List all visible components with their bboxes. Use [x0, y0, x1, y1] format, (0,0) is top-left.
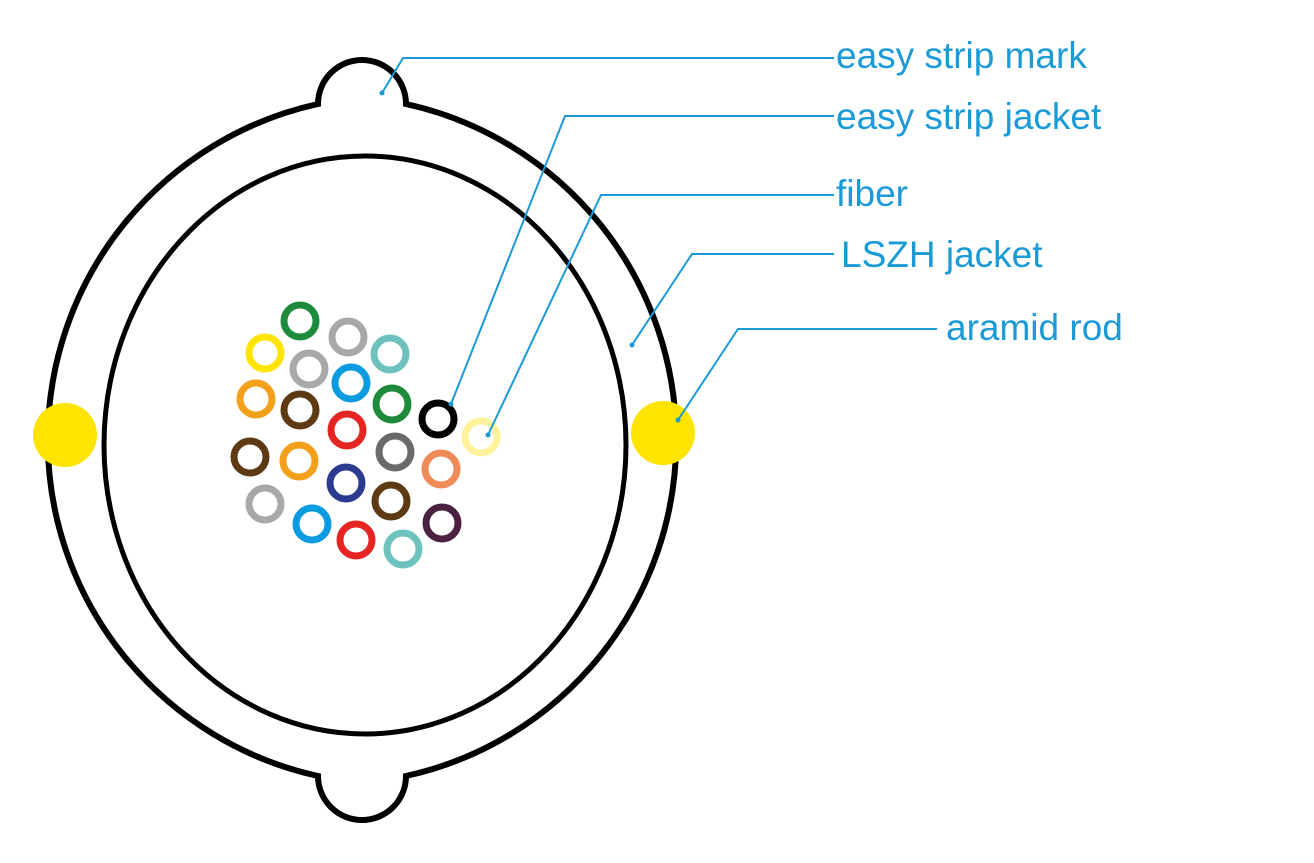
fiber-18: [245, 484, 285, 524]
label-lszh-jacket: LSZH jacket: [841, 234, 1043, 275]
fiber-21: [422, 503, 462, 543]
callout-lines: [381, 57, 937, 436]
inner-jacket-outline: [101, 153, 629, 737]
fiber-11: [327, 410, 367, 450]
fiber-22: [336, 520, 376, 560]
callout-line-easy-strip-mark: [381, 57, 834, 94]
fiber-3: [245, 333, 285, 373]
callout-dot-aramid-rod: [675, 417, 681, 423]
aramid-rod-right: [631, 401, 695, 465]
label-easy-strip-jacket: easy strip jacket: [836, 96, 1102, 137]
fiber-2: [328, 317, 368, 357]
callout-line-aramid-rod: [677, 328, 937, 421]
fiber-9: [372, 384, 412, 424]
callout-dot-easy-strip-jacket: [448, 401, 454, 407]
fiber-17: [326, 463, 366, 503]
fiber-23: [383, 529, 423, 569]
fiber-13: [230, 437, 270, 477]
label-fiber: fiber: [836, 173, 908, 214]
fiber-6: [331, 363, 371, 403]
fiber-12: [461, 417, 501, 457]
aramid-rod-left: [33, 403, 97, 467]
fiber-1: [280, 301, 320, 341]
label-aramid-rod: aramid rod: [946, 307, 1123, 348]
callout-line-easy-strip-jacket: [450, 115, 834, 405]
fiber-15: [375, 432, 415, 472]
callout-dot-fiber: [485, 432, 491, 438]
fiber-19: [371, 481, 411, 521]
fiber-bundle: [230, 301, 501, 569]
callout-dot-easy-strip-mark: [379, 90, 385, 96]
fiber-7: [236, 379, 276, 419]
callout-dots: [379, 90, 681, 438]
fiber-8: [280, 390, 320, 430]
fiber-5: [370, 334, 410, 374]
callout-line-lszh-jacket: [631, 253, 834, 346]
fiber-14: [279, 441, 319, 481]
fiber-4: [289, 349, 329, 389]
callout-dot-lszh-jacket: [629, 342, 635, 348]
label-easy-strip-mark: easy strip mark: [836, 35, 1087, 76]
fiber-16: [421, 449, 461, 489]
callout-line-fiber: [487, 194, 834, 436]
fiber-20: [292, 504, 332, 544]
fiber-10: [418, 399, 458, 439]
